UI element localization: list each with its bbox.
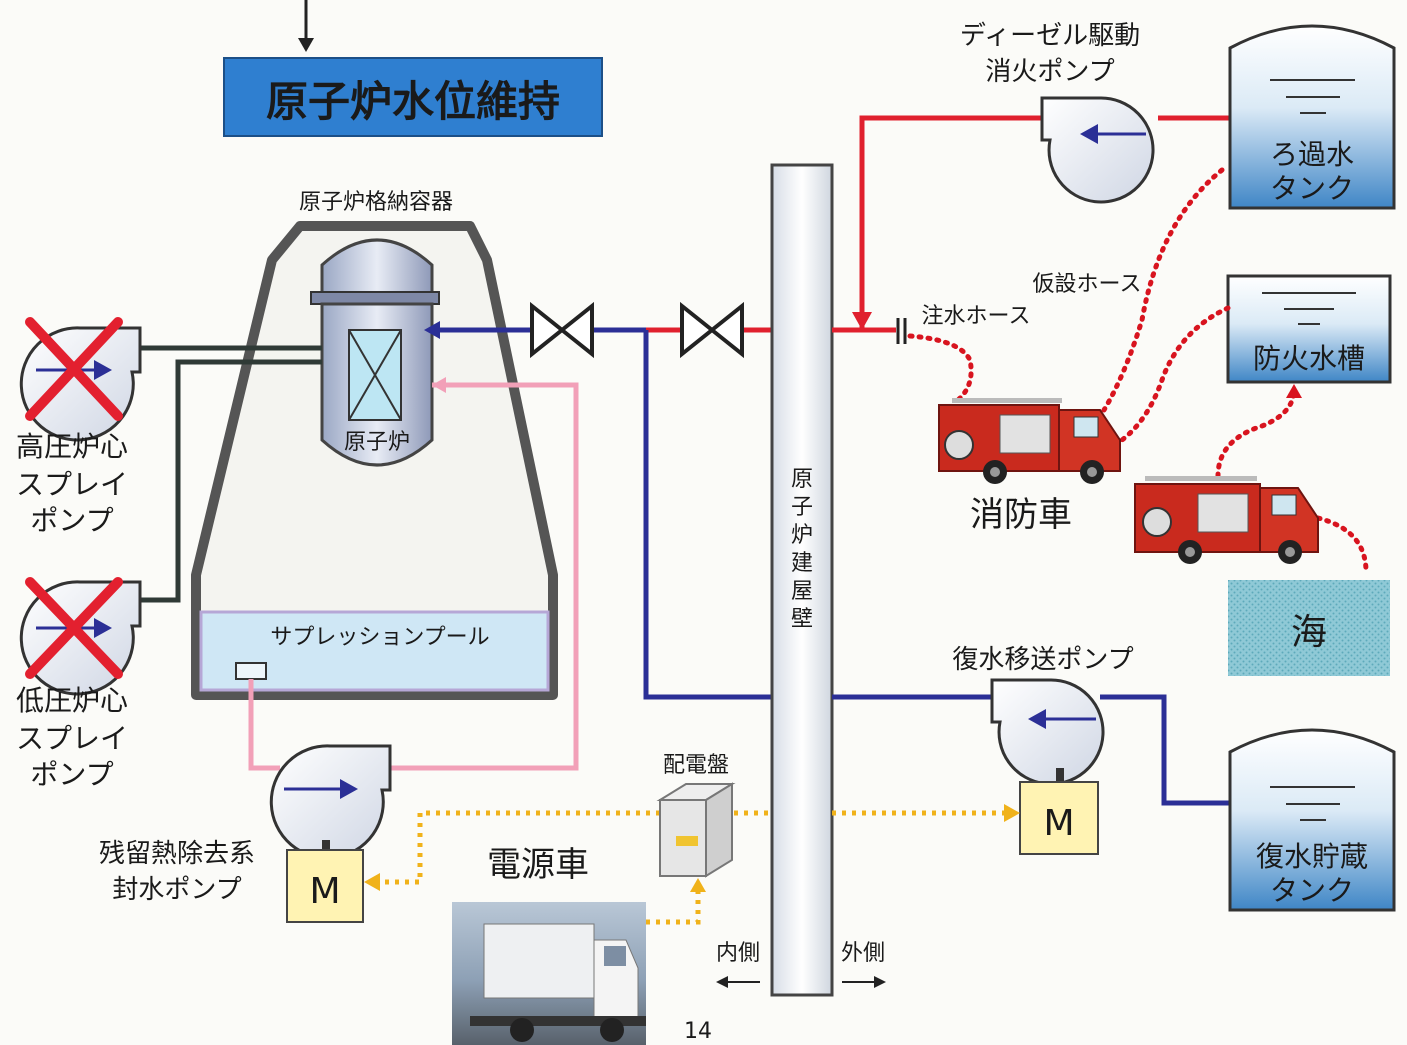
containment-label: 原子炉格納容器	[299, 190, 453, 215]
injection-hose-label: 注水ホース	[922, 304, 1031, 329]
power-truck-label: 電源車	[487, 845, 589, 885]
condensate-storage-tank	[1228, 728, 1396, 912]
diesel-pump-label-1: ディーゼル駆動	[960, 21, 1140, 51]
hpcs-label-3: ポンプ	[30, 504, 113, 537]
rhr-suction-line	[248, 679, 280, 771]
reactor-vessel	[310, 238, 440, 467]
outside-arrow	[842, 976, 886, 988]
temporary-hoses	[907, 167, 1369, 573]
inside-arrow	[716, 976, 760, 988]
condensate-line-inside	[643, 330, 772, 700]
top-arrow	[298, 0, 314, 52]
temp-hose-label: 仮設ホース	[1033, 272, 1142, 297]
lpcs-failed-icon	[25, 577, 123, 679]
power-arrow-switchboard	[690, 878, 706, 892]
svg-text:原: 原	[791, 467, 813, 492]
hose-coupling	[896, 318, 907, 344]
condensate-pump-label: 復水移送ポンプ	[952, 645, 1133, 675]
rhr-motor	[286, 849, 364, 923]
svg-text:炉: 炉	[791, 523, 813, 548]
fire-truck-1	[938, 398, 1121, 484]
pool-strainer	[235, 662, 267, 680]
switchboard-label: 配電盤	[663, 753, 729, 778]
fire-cistern-label: 防火水槽	[1253, 342, 1365, 375]
svg-text:建: 建	[791, 551, 813, 576]
rhr-label-2: 封水ポンプ	[112, 875, 241, 905]
switchboard	[656, 782, 736, 878]
condensate-motor	[1019, 781, 1099, 855]
reactor-label: 原子炉	[344, 430, 410, 455]
condensate-tank-label-1: 復水貯蔵	[1256, 840, 1368, 873]
rhr-return-line	[384, 382, 579, 771]
condensate-tank-label-2: タンク	[1270, 874, 1354, 907]
valve-1	[530, 301, 594, 359]
wall-label: 原 子 炉 建 屋 壁	[791, 467, 813, 632]
filtered-tank-label-1: ろ過水	[1270, 138, 1354, 171]
diesel-pump-label-2: 消火ポンプ	[985, 57, 1114, 87]
rhr-motor-label: M	[309, 871, 340, 912]
injection-arrow	[424, 321, 440, 339]
suppression-pool-label: サプレッションプール	[270, 625, 489, 650]
filtered-water-tank	[1228, 24, 1396, 210]
diesel-fire-pump	[1040, 96, 1155, 204]
hpcs-failed-icon	[25, 317, 123, 421]
fire-truck-label: 消防車	[970, 495, 1072, 535]
power-arrow-rhr	[364, 873, 380, 891]
svg-text:子: 子	[791, 495, 813, 520]
power-lines	[378, 810, 1008, 925]
sea	[1228, 580, 1390, 676]
title-text: 原子炉水位維持	[266, 77, 560, 126]
condensate-motor-label: M	[1043, 803, 1074, 844]
hpcs-pump	[19, 326, 142, 442]
lpcs-label-1: 低圧炉心	[16, 684, 128, 717]
title-box: 原子炉水位維持	[223, 57, 603, 137]
power-truck-photo	[452, 902, 646, 1045]
sea-label: 海	[1291, 612, 1327, 653]
fire-cistern	[1226, 274, 1392, 384]
lpcs-label-3: ポンプ	[30, 758, 113, 791]
filtered-tank-label-2: タンク	[1270, 172, 1354, 205]
rhr-label-1: 残留熱除去系	[99, 839, 255, 869]
lpcs-line	[140, 359, 322, 603]
condensate-transfer-pump	[990, 678, 1105, 786]
hpcs-label-2: スプレイ	[16, 468, 128, 501]
reactor-building-wall	[770, 163, 834, 997]
power-arrow-condensate	[1004, 804, 1020, 822]
outside-label: 外側	[841, 941, 885, 966]
svg-text:屋: 屋	[791, 579, 813, 604]
valve-2	[680, 301, 744, 359]
fire-line-arrow	[852, 312, 872, 330]
rhr-seal-pump	[269, 744, 392, 860]
fire-truck-2	[1134, 476, 1319, 564]
inside-label: 内側	[716, 941, 760, 966]
svg-text:壁: 壁	[791, 607, 813, 632]
rhr-return-arrow	[432, 377, 446, 393]
page-number: 14	[684, 1019, 712, 1044]
hpcs-label-1: 高圧炉心	[16, 430, 128, 463]
lpcs-label-2: スプレイ	[16, 722, 128, 755]
cistern-hose-arrow	[1286, 384, 1302, 398]
